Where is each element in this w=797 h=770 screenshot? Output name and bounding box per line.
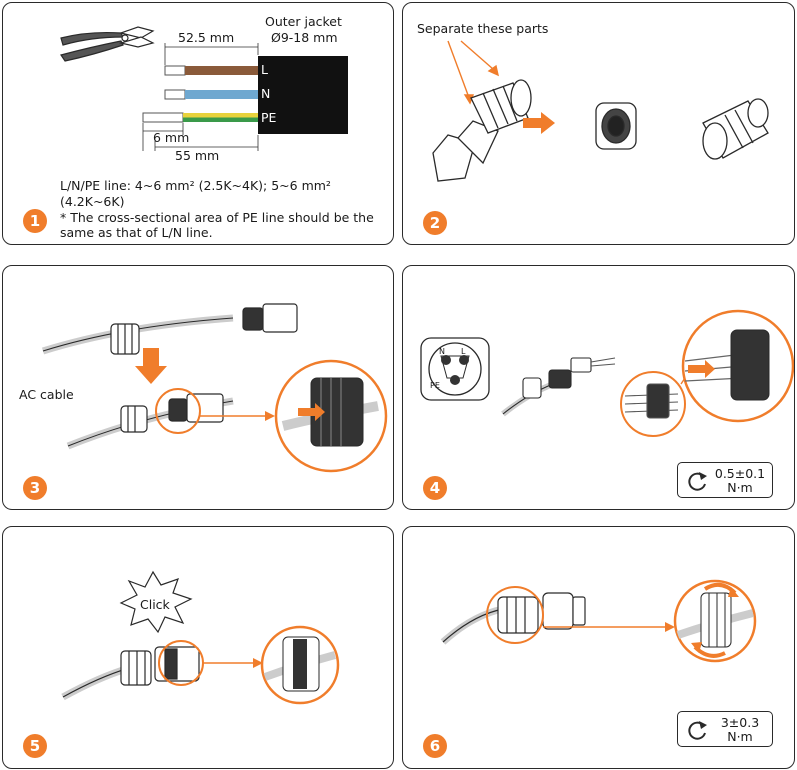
dim-strip-label: 6 mm <box>153 130 190 145</box>
connector-pin-face <box>420 337 490 401</box>
step-badge-1: 1 <box>23 209 47 233</box>
ac-cable-top <box>41 303 298 355</box>
step-6-panel: 3±0.3 N·m 6 <box>402 526 795 769</box>
step-1-panel: 52.5 mm Outer jacket Ø9-18 mm L N PE 6 m… <box>2 2 394 245</box>
wire-n <box>185 90 258 99</box>
detail-magnified <box>673 579 757 663</box>
pin-label-n: N <box>439 347 445 356</box>
tightened-cable <box>440 592 586 645</box>
click-burst-icon <box>119 570 193 634</box>
insert-cable-diagram <box>41 303 388 473</box>
dim-bottom-label: 55 mm <box>175 148 220 163</box>
cap-nut <box>595 102 637 150</box>
separate-caption: Separate these parts <box>417 21 549 36</box>
torque-value: 0.5±0.1 <box>714 466 766 481</box>
wire-label-n: N <box>261 86 271 101</box>
separate-parts-diagram <box>432 40 769 182</box>
outer-jacket <box>258 56 348 134</box>
pe-note: * The cross-sectional area of PE line sh… <box>60 210 374 240</box>
dimension-lines <box>142 43 259 151</box>
detail-marker <box>486 586 544 644</box>
separate-arrow <box>523 112 555 134</box>
pin-label-pe: PE <box>430 381 440 390</box>
detail-magnified <box>274 359 388 473</box>
rotate-clockwise-icon <box>688 721 707 740</box>
assembled-cable <box>61 646 200 701</box>
jacket-title: Outer jacket <box>265 14 342 29</box>
torque-unit: N·m <box>727 480 753 495</box>
torque-value: 3±0.3 <box>720 715 760 730</box>
step-2-panel: Separate these parts 2 <box>402 2 795 245</box>
click-assembly-diagram <box>61 570 340 705</box>
wire-termination-diagram <box>420 309 794 437</box>
spec-line-2: (4.2K~6K) <box>60 194 125 209</box>
pin-label-l: L <box>461 347 466 356</box>
ac-cable-bottom <box>66 393 234 450</box>
wire-label-pe: PE <box>261 110 277 125</box>
wire-stripping-diagram <box>60 26 348 151</box>
wire-l <box>185 66 258 75</box>
step-badge-5: 5 <box>23 734 47 758</box>
step-4-panel: N L PE 0.5±0.1 N·m 4 <box>402 265 795 510</box>
step-badge-4: 4 <box>423 476 447 500</box>
wire-pe <box>183 113 258 118</box>
connector-housing <box>702 98 769 160</box>
detail-magnified <box>681 309 794 423</box>
spec-line-1: L/N/PE line: 4~6 mm² (2.5K~4K); 5~6 mm² <box>60 178 331 193</box>
step-3-panel: AC cable 3 <box>2 265 394 510</box>
dim-top-label: 52.5 mm <box>178 30 235 45</box>
torque-box-step-4: 0.5±0.1 N·m <box>677 462 773 498</box>
click-callout: Click <box>140 597 170 612</box>
tighten-nut-diagram <box>440 579 757 663</box>
step-badge-3: 3 <box>23 476 47 500</box>
rotate-clockwise-icon <box>688 472 707 491</box>
step-badge-2: 2 <box>423 211 447 235</box>
connector-assembly <box>432 79 532 182</box>
torque-box-step-6: 3±0.3 N·m <box>677 711 773 747</box>
wire-stripper-pliers <box>60 26 155 62</box>
ac-cable-label: AC cable <box>19 387 74 402</box>
wire-label-l: L <box>261 62 268 77</box>
insert-arrow <box>135 348 167 384</box>
torque-unit: N·m <box>727 729 753 744</box>
terminated-cable <box>501 357 616 417</box>
step-badge-6: 6 <box>423 734 447 758</box>
step-5-panel: Click 5 <box>2 526 394 769</box>
detail-marker <box>155 388 201 434</box>
detail-magnified <box>260 625 340 705</box>
jacket-diameter: Ø9-18 mm <box>271 30 338 45</box>
